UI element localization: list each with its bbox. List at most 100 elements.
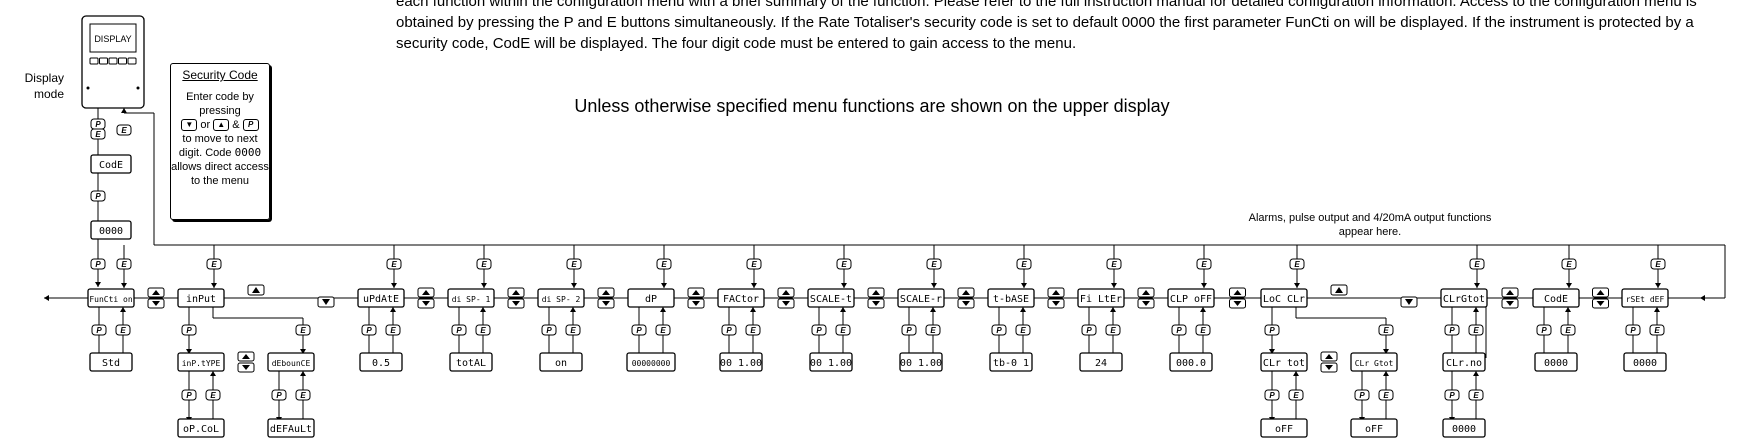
e-key: E	[1649, 324, 1665, 336]
up-down-keys	[957, 287, 975, 309]
arrow-head	[1269, 349, 1275, 354]
menu-locclr-display: LoC CLr	[1260, 288, 1308, 308]
lcd-frame	[1260, 288, 1308, 308]
e-key: E	[656, 258, 672, 270]
arrow-head	[1565, 307, 1571, 312]
menu-input-display: inPut	[177, 288, 225, 308]
key-frame	[1625, 324, 1641, 336]
arrow-head	[186, 349, 192, 354]
arrow-head	[300, 349, 306, 354]
e-key: E	[1195, 324, 1211, 336]
key-frame	[541, 324, 557, 336]
key-frame	[475, 324, 491, 336]
lcd-frame	[1440, 288, 1488, 308]
key-frame	[1171, 324, 1187, 336]
e-key-label: E	[211, 260, 217, 269]
display-mode-label: Display mode	[24, 71, 64, 101]
e-key-label: E	[1474, 260, 1480, 269]
menu-scalet-value-display: 00 1.00	[809, 352, 853, 372]
lcd-frame	[1350, 418, 1398, 438]
up-arrow-icon	[1325, 354, 1333, 359]
key-frame	[115, 324, 131, 336]
security-code-default: 0000	[234, 146, 262, 159]
e-key-label: E	[750, 326, 756, 335]
p-key-label: P	[1176, 326, 1182, 335]
e-key-label: E	[661, 260, 667, 269]
e-key-label: E	[390, 326, 396, 335]
e-key-label: E	[120, 326, 126, 335]
key-frame	[1444, 324, 1460, 336]
menu-dp-display-text: dP	[645, 294, 657, 305]
menu-factor-display: FACtor	[717, 288, 765, 308]
lcd-frame	[177, 288, 225, 308]
key-frame	[746, 258, 762, 270]
key-frame	[1106, 258, 1122, 270]
p-key: P	[90, 118, 106, 130]
p-key: P	[1171, 324, 1187, 336]
p-key-label: P	[636, 326, 642, 335]
e-key: E	[836, 258, 852, 270]
lcd-frame	[897, 288, 945, 308]
e-key: E	[90, 128, 106, 140]
lcd-frame	[1442, 418, 1486, 438]
instrument-icon: DISPLAY	[81, 15, 145, 109]
p-key-label: P	[96, 326, 102, 335]
e-key: E	[745, 324, 761, 336]
e-key-label: E	[571, 260, 577, 269]
code-entry-display-text: 0000	[99, 226, 123, 237]
arrow-head	[570, 307, 576, 312]
key-frame	[451, 324, 467, 336]
p-key-label: P	[186, 391, 192, 400]
instrument-button	[118, 57, 127, 65]
e-key: E	[566, 258, 582, 270]
arrow-head	[210, 371, 216, 376]
menu-locclr-display-text: LoC CLr	[1263, 294, 1305, 305]
up-arrow-icon	[1052, 290, 1060, 295]
menu-input-sub1-display-text: dEbounCE	[272, 359, 311, 368]
lcd-frame	[537, 288, 585, 308]
up-arrow-icon	[602, 290, 610, 295]
arrow-head	[1655, 283, 1661, 288]
lcd-frame	[87, 288, 135, 308]
key-frame	[1469, 258, 1485, 270]
e-key: E	[1650, 258, 1666, 270]
key-frame	[90, 258, 106, 270]
menu-input-sub1-display: dEbounCE	[267, 352, 315, 372]
menu-clrgtot-value2-display: 0000	[1442, 418, 1486, 438]
up-down-keys	[597, 287, 615, 309]
menu-filter-value-display-text: 24	[1095, 358, 1107, 369]
up-down-keys	[1229, 287, 1246, 309]
key-frame	[901, 324, 917, 336]
code-prompt-display-text: CodE	[99, 160, 123, 171]
menu-code-display-text: CodE	[1544, 294, 1568, 305]
arrow-head	[931, 283, 937, 288]
menu-clpoff-value-display-text: 000.0	[1176, 358, 1206, 369]
arrow-head	[571, 283, 577, 288]
e-key-label: E	[1021, 260, 1027, 269]
e-key-label: E	[1110, 326, 1116, 335]
e-key: E	[1378, 389, 1394, 401]
arrow-head	[481, 283, 487, 288]
p-key-label: P	[1449, 391, 1455, 400]
p-key-label: P	[1359, 391, 1365, 400]
arrow-head	[95, 282, 101, 287]
menu-resetdef-value-display: 0000	[1623, 352, 1667, 372]
key-frame	[631, 324, 647, 336]
e-key: E	[746, 258, 762, 270]
key-frame	[1105, 324, 1121, 336]
alarm-note: Alarms, pulse output and 4/20mA output f…	[1248, 212, 1492, 238]
menu-scaler-value-display: 00 1.00	[899, 352, 943, 372]
menu-disp1-display-text: di SP- 1	[452, 295, 491, 304]
key-frame	[385, 324, 401, 336]
security-code-and: &	[232, 119, 240, 131]
e-key: E	[475, 324, 491, 336]
key-frame	[90, 128, 106, 140]
lcd-frame	[1534, 352, 1578, 372]
lcd-frame	[987, 288, 1035, 308]
lcd-frame	[449, 352, 493, 372]
e-key-label: E	[1565, 326, 1571, 335]
lcd-frame	[359, 352, 403, 372]
key-frame	[1378, 324, 1394, 336]
arrow-head	[930, 307, 936, 312]
menu-clpoff-display: CLP oFF	[1167, 288, 1215, 308]
